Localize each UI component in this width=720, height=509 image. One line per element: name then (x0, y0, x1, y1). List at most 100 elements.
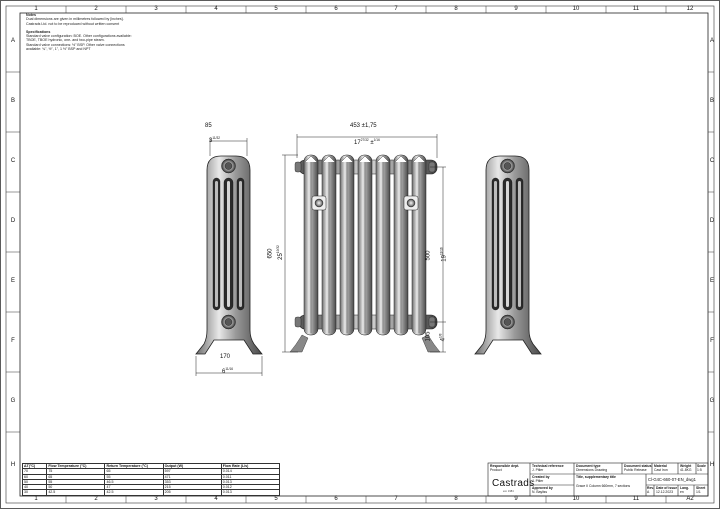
spec-line: Standard valve connections: ½" BSP. Othe… (26, 42, 125, 47)
doc-status-label: Document status (624, 464, 652, 468)
responsible-dept-label: Responsible dept. (490, 464, 520, 468)
spec-line: Standard valve configuration: BOE. Other… (26, 34, 132, 39)
zone-col-2: 2 (94, 6, 98, 12)
dim-bottom-in: 41/8 (438, 333, 447, 342)
table-cell: 42.5 (104, 489, 164, 496)
zone-row-F: F (11, 338, 15, 344)
zone-col-6-bottom: 6 (334, 496, 338, 502)
zone-row-D: D (10, 218, 16, 224)
castrads-logo: Castrads (492, 478, 535, 489)
material-label: Material (654, 464, 667, 468)
zone-col-5-bottom: 5 (274, 496, 278, 502)
zone-row-A: A (10, 38, 15, 44)
rev: A (647, 490, 650, 494)
zone-row-A-right: A (709, 38, 714, 44)
lang-label: Lang. (680, 486, 690, 490)
spec-line: available: ¾", ½", 1", 1 ½" BSP and NPT (26, 47, 91, 52)
drawing-number: Cl-G4C-660-07-EN_dwg1 (648, 477, 696, 482)
dim-centres-mm: 500 (425, 250, 432, 261)
output-table: ΔT(°C) Flow Temperature (°C) Return Temp… (21, 462, 281, 496)
material: Cast Iron (654, 468, 668, 472)
sheet: 1/1 (696, 490, 701, 494)
spec-heading: Specifications (26, 29, 51, 34)
sheet-label: Sheet (696, 486, 706, 490)
notes-heading: Notes (26, 13, 36, 17)
zone-row-C: C (10, 158, 16, 164)
side-view-right (474, 155, 542, 355)
weight: 41.8KG (680, 468, 692, 472)
zone-col-3: 3 (154, 6, 158, 12)
tech-ref: J. Pitler (532, 468, 544, 472)
zone-col-3-bottom: 3 (154, 496, 158, 502)
side-view-left (195, 155, 263, 355)
drawing-title: Grace II Column 660mm, 7 sections (576, 484, 631, 488)
doc-type: Dimensions Drawing (576, 468, 608, 472)
dim-bottom-mm: 105 (425, 331, 432, 342)
title-block-grid (487, 462, 709, 497)
zone-row-H: H (10, 462, 16, 468)
table-cell: 42.5 (46, 489, 106, 496)
table-cell: 30 (21, 489, 48, 496)
zone-col-2-bottom: 2 (94, 496, 98, 502)
zone-col-1: 1 (34, 6, 38, 12)
zone-row-B-right: B (709, 98, 714, 104)
spec-line: TBOE, TBOE hydronic, one- and two-pipe s… (26, 38, 105, 43)
date-label: Date of issue (656, 486, 678, 490)
table-cell: 205 (162, 489, 222, 496)
zone-col-11-bottom: 11 (632, 496, 640, 502)
zone-col-7: 7 (394, 6, 398, 12)
zone-col-6: 6 (334, 6, 338, 12)
rev-label: Rev. (647, 486, 654, 490)
zone-col-9: 9 (514, 6, 518, 12)
zone-row-G: G (10, 398, 16, 404)
dim-side-width-mm: 85 (205, 123, 212, 129)
created-by: J. Pitler (532, 479, 544, 483)
lang: en (680, 490, 684, 494)
dim-depth-mm: 170 (220, 354, 231, 360)
zone-col-10-bottom: 10 (572, 496, 580, 502)
zone-col-4: 4 (214, 6, 218, 12)
dim-side-width-in: 311/32 (209, 136, 221, 144)
notes-line: Castrads Ltd. not to be reproduced witho… (26, 21, 120, 26)
zone-row-H-right: H (709, 462, 715, 468)
doc-type-label: Document type (576, 464, 601, 468)
responsible-dept: Product (490, 468, 502, 472)
approved-by-label: Approved by (532, 486, 553, 490)
zone-col-9-bottom: 9 (514, 496, 518, 502)
zone-col-8-bottom: 8 (454, 496, 458, 502)
zone-col-12: 12 (686, 6, 694, 12)
zone-col-8: 8 (454, 6, 458, 12)
scale-label: Scale (697, 464, 706, 468)
zone-row-D-right: D (709, 218, 715, 224)
weight-label: Weight (680, 464, 692, 468)
dim-front-width-in: 1727/32 ±1/16 (354, 138, 380, 146)
notes-block: Notes Dual dimensions are given in milli… (26, 13, 196, 51)
zone-col-1-bottom: 1 (34, 496, 38, 502)
zone-row-B: B (10, 98, 15, 104)
zone-col-4-bottom: 4 (214, 496, 218, 502)
table-cell: 0.013 (220, 489, 281, 496)
zone-sheet-size: A2 (686, 496, 694, 502)
date: 12.12.2023 (656, 490, 673, 494)
dim-depth-in: 611/16 (222, 367, 234, 375)
zone-col-11: 11 (632, 6, 640, 12)
zone-row-G-right: G (709, 398, 715, 404)
zone-row-C-right: C (709, 158, 715, 164)
castrads-logo-sub: est. 1984 (503, 490, 514, 493)
dim-height-in: 2519/32 (275, 245, 284, 260)
scale: 1:5 (697, 468, 702, 472)
dim-height-mm: 650 (267, 248, 274, 259)
dim-front-width-mm: 453 ±1,75 (350, 123, 377, 129)
approved-by: N. Bayliss (532, 490, 548, 494)
zone-row-E-right: E (709, 278, 714, 284)
zone-row-F-right: F (710, 338, 714, 344)
zone-col-10: 10 (572, 6, 580, 12)
zone-col-5: 5 (274, 6, 278, 12)
front-view (289, 154, 441, 353)
created-by-label: Created by (532, 475, 550, 479)
table-row: 30 42.5 42.5 205 0.013 (21, 489, 281, 496)
tech-ref-label: Technical reference (532, 464, 564, 468)
doc-status: Public Release (624, 468, 647, 472)
